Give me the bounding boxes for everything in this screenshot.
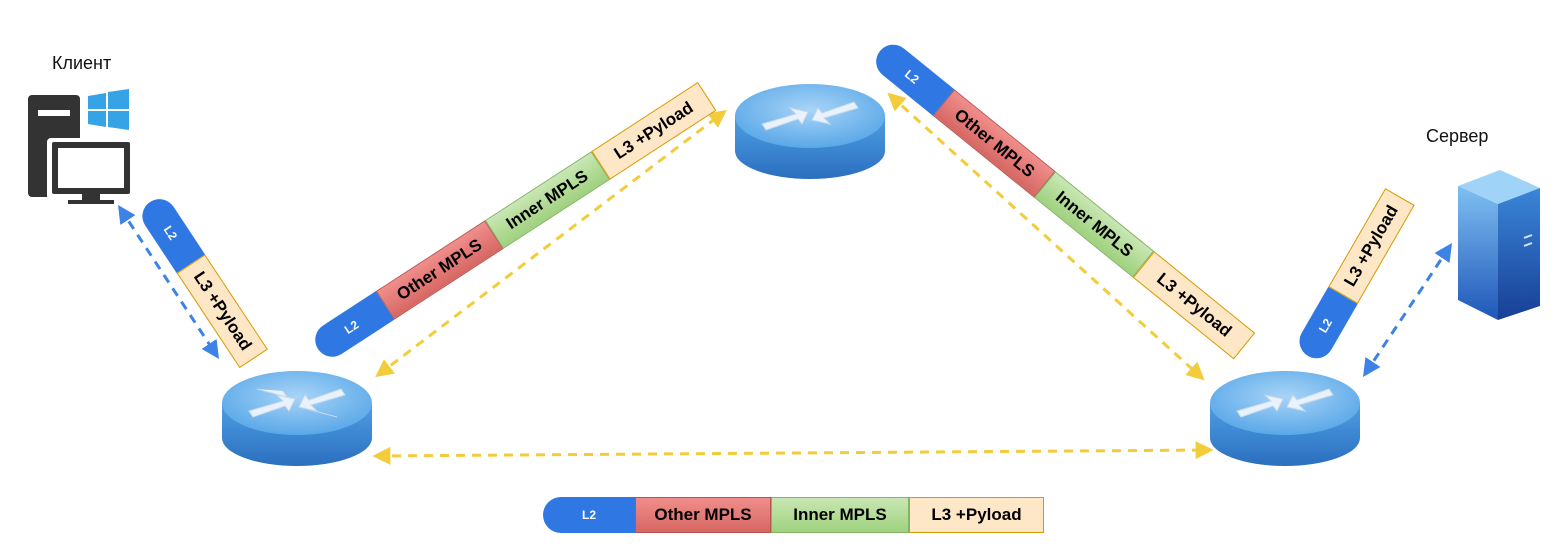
core-link-top-right (887, 92, 1205, 381)
server-icon (1458, 170, 1540, 320)
packet-l3-segment: L3 +Pyload (909, 497, 1044, 533)
packet-l2-segment: L2 (543, 497, 635, 533)
core-link-left-right (372, 441, 1214, 465)
packet-legend: L2 Other MPLS Inner MPLS L3 +Pyload (543, 497, 1044, 533)
router-icon (222, 371, 372, 466)
server-label: Сервер (1426, 126, 1489, 146)
core-link-left-top (375, 109, 727, 378)
windows-logo-icon (88, 89, 129, 130)
packet-other-mpls-segment: Other MPLS (635, 497, 771, 533)
router-icon (735, 84, 885, 179)
client-label: Клиент (52, 53, 112, 73)
packet-inner-mpls-segment: Inner MPLS (771, 497, 909, 533)
access-link-server (1363, 243, 1452, 377)
desktop-computer-icon (28, 95, 133, 204)
access-link-client (118, 204, 219, 360)
router-icon (1210, 371, 1360, 466)
